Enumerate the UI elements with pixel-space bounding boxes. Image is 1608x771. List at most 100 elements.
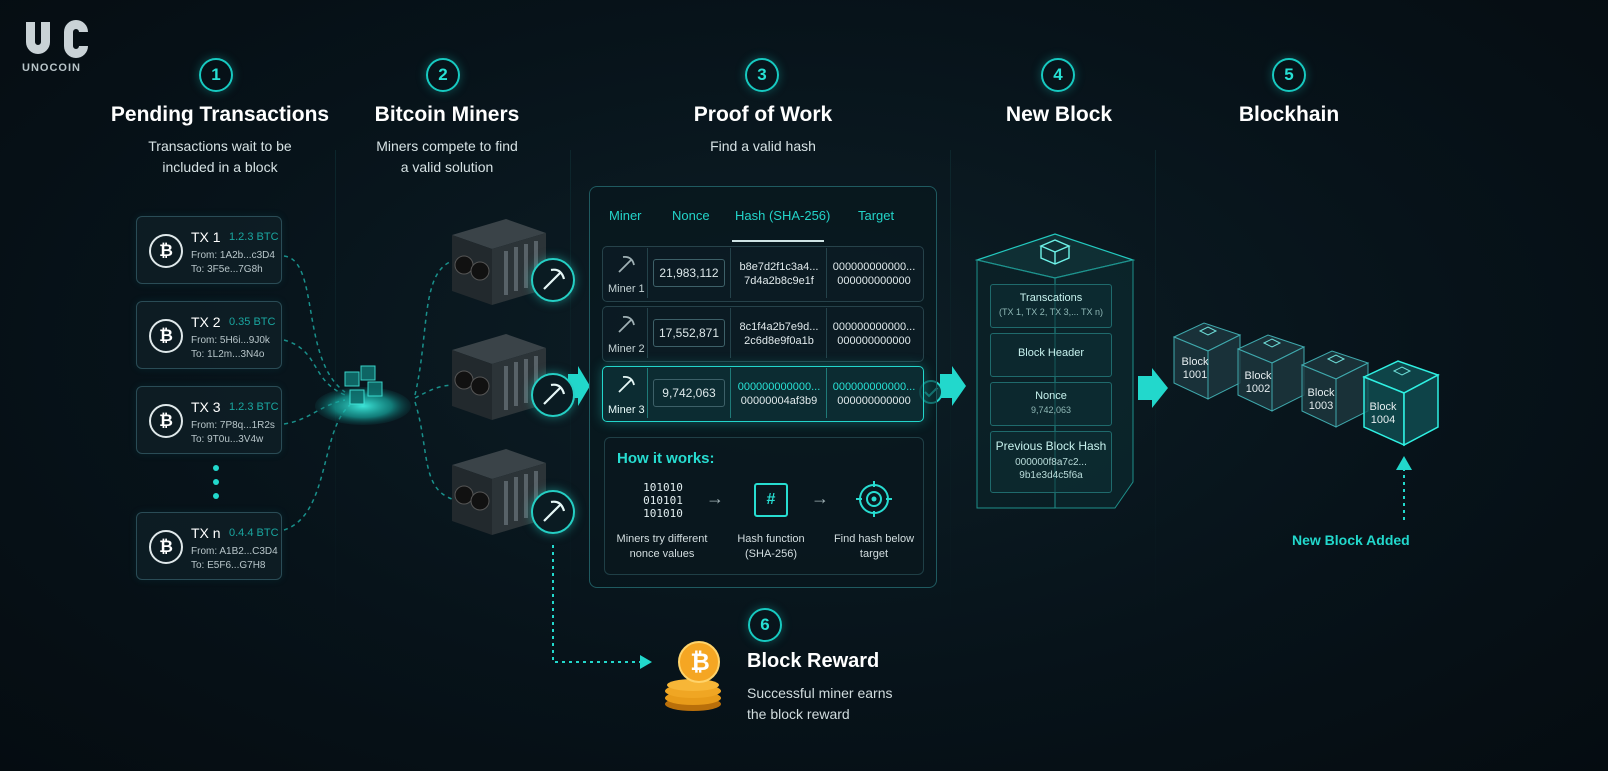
step-1-number: 1 <box>199 58 233 92</box>
step-3-title: Proof of Work <box>693 103 833 126</box>
bitcoin-icon: ₿ <box>149 234 183 268</box>
tx-from: From: 7P8q...1R2s <box>191 420 275 431</box>
column-header-target: Target <box>858 208 895 223</box>
target-line1: 000000000000... <box>832 321 916 333</box>
binary-line: 101010 <box>643 507 683 520</box>
cell-separator <box>730 248 731 298</box>
bitcoin-icon: ₿ <box>149 530 183 564</box>
pickaxe-icon <box>618 316 635 333</box>
transaction-card-3[interactable]: ₿ TX 3 1.2.3 BTC From: 7P8q...1R2s To: 9… <box>136 386 282 454</box>
tx-to: To: E5F6...G7H8 <box>191 560 266 571</box>
pickaxe-icon <box>531 373 575 417</box>
tx-to: To: 9T0u...3V4w <box>191 434 264 445</box>
cell-separator <box>826 248 827 298</box>
tx-amount: 1.2.3 BTC <box>229 401 279 413</box>
hash-line2: 7d4a2b8c9e1f <box>744 275 814 287</box>
nonce-value: 9,742,063 <box>653 379 725 407</box>
nonce-value: 21,983,112 <box>653 259 725 287</box>
column-header-nonce: Nonce <box>672 208 710 223</box>
tx-title: TX n <box>191 525 221 541</box>
target-line1: 000000000000... <box>832 381 916 393</box>
nb-nonce-value: 9,742,063 <box>1030 405 1072 415</box>
cell-separator <box>730 308 731 358</box>
pickaxe-icon <box>618 256 635 273</box>
step-4-title: New Block <box>1005 103 1113 126</box>
binary-line: 101010 <box>643 481 683 494</box>
nonce-value: 17,552,871 <box>653 319 725 347</box>
transaction-card-n[interactable]: ₿ TX n 0.4.4 BTC From: A1B2...C3D4 To: E… <box>136 512 282 580</box>
cell-separator <box>647 308 648 358</box>
column-header-miner: Miner <box>609 208 642 223</box>
step-1-title: Pending Transactions <box>110 103 330 126</box>
nb-header-title: Block Header <box>1017 347 1085 359</box>
pow-row-miner-3-winner[interactable] <box>602 366 924 422</box>
nb-nonce-title: Nonce <box>1035 390 1067 402</box>
cell-separator <box>647 368 648 418</box>
hash-line1: b8e7d2f1c3a4... <box>739 261 819 273</box>
column-header-hash: Hash (SHA-256) <box>735 208 831 223</box>
bitcoin-icon: ₿ <box>149 319 183 353</box>
step-3-number: 3 <box>745 58 779 92</box>
step-5-number: 5 <box>1272 58 1306 92</box>
pow-row-miner-2[interactable] <box>602 306 924 362</box>
step-3-subtitle: Find a valid hash <box>710 138 816 154</box>
tx-amount: 1.2.3 BTC <box>229 231 279 243</box>
tx-to: To: 3F5e...7G8h <box>191 264 263 275</box>
hash-line2: 2c6d8e9f0a1b <box>744 335 814 347</box>
nb-transactions-list: (TX 1, TX 2, TX 3,... TX n) <box>998 307 1104 317</box>
cell-separator <box>730 368 731 418</box>
block-reward-subtitle-line1: Successful miner earns <box>747 685 893 701</box>
block-reward-subtitle-line2: the block reward <box>747 706 850 722</box>
pickaxe-icon <box>618 376 635 393</box>
target-icon <box>856 481 892 517</box>
target-line2: 000000000000 <box>837 395 911 407</box>
transaction-card-2[interactable]: ₿ TX 2 0.35 BTC From: 5H6i...9J0k To: 1L… <box>136 301 282 369</box>
how-caption-2-line2: (SHA-256) <box>745 548 797 560</box>
asic-miner-icon <box>452 334 546 420</box>
blockchain-cubes <box>1172 322 1440 447</box>
how-it-works-title: How it works: <box>617 450 715 467</box>
tx-from: From: A1B2...C3D4 <box>191 546 278 557</box>
hash-line2: 00000004af3b9 <box>740 395 818 407</box>
cell-separator <box>826 368 827 418</box>
hash-line1: 8c1f4a2b7e9d... <box>739 321 819 333</box>
binary-line: 010101 <box>643 494 683 507</box>
section-divider <box>335 150 336 620</box>
target-line1: 000000000000... <box>832 261 916 273</box>
new-block-nonce: Nonce 9,742,063 <box>990 382 1112 426</box>
step-2-subtitle-line1: Miners compete to find <box>376 138 518 154</box>
step-1-subtitle-line2: included in a block <box>162 159 278 175</box>
cell-separator <box>826 308 827 358</box>
step-6-number: 6 <box>748 608 782 642</box>
how-caption-1-line1: Miners try different <box>616 533 708 545</box>
transaction-card-1[interactable]: ₿ TX 1 1.2.3 BTC From: 1A2b...c3D4 To: 3… <box>136 216 282 284</box>
nb-prev-hash-line1: 000000f8a7c2... <box>1015 457 1087 468</box>
chip-hash-icon: # <box>754 483 788 517</box>
step-2-subtitle-line2: a valid solution <box>400 159 494 175</box>
target-line2: 000000000000 <box>837 335 911 347</box>
how-caption-1-line2: nonce values <box>629 548 695 560</box>
unocoin-logo-icon <box>26 20 88 58</box>
tx-title: TX 3 <box>191 399 221 415</box>
how-caption-3-line1: Find hash below <box>833 533 915 545</box>
how-caption-2-line1: Hash function <box>737 533 805 545</box>
cell-separator <box>647 248 648 298</box>
tx-to: To: 1L2m...3N4o <box>191 349 265 360</box>
step-2-number: 2 <box>426 58 460 92</box>
pow-row-miner-1[interactable] <box>602 246 924 302</box>
nb-prev-hash-line2: 9b1e3d4c5f6a <box>1019 470 1083 481</box>
step-2-title: Bitcoin Miners <box>374 103 520 126</box>
active-column-underline <box>732 240 824 242</box>
brand-name: UNOCOIN <box>22 62 81 74</box>
tx-from: From: 5H6i...9J0k <box>191 335 270 346</box>
miner-label: Miner 1 <box>608 283 645 295</box>
nb-prev-title: Previous Block Hash <box>995 439 1107 453</box>
nb-transactions-title: Transcations <box>1019 292 1083 304</box>
tx-amount: 0.35 BTC <box>229 316 276 328</box>
new-block-transactions: Transcations (TX 1, TX 2, TX 3,... TX n) <box>990 284 1112 328</box>
tx-title: TX 1 <box>191 229 221 245</box>
bitcoin-coins-icon <box>665 641 721 711</box>
bitcoin-symbol: ₿ <box>690 649 710 676</box>
